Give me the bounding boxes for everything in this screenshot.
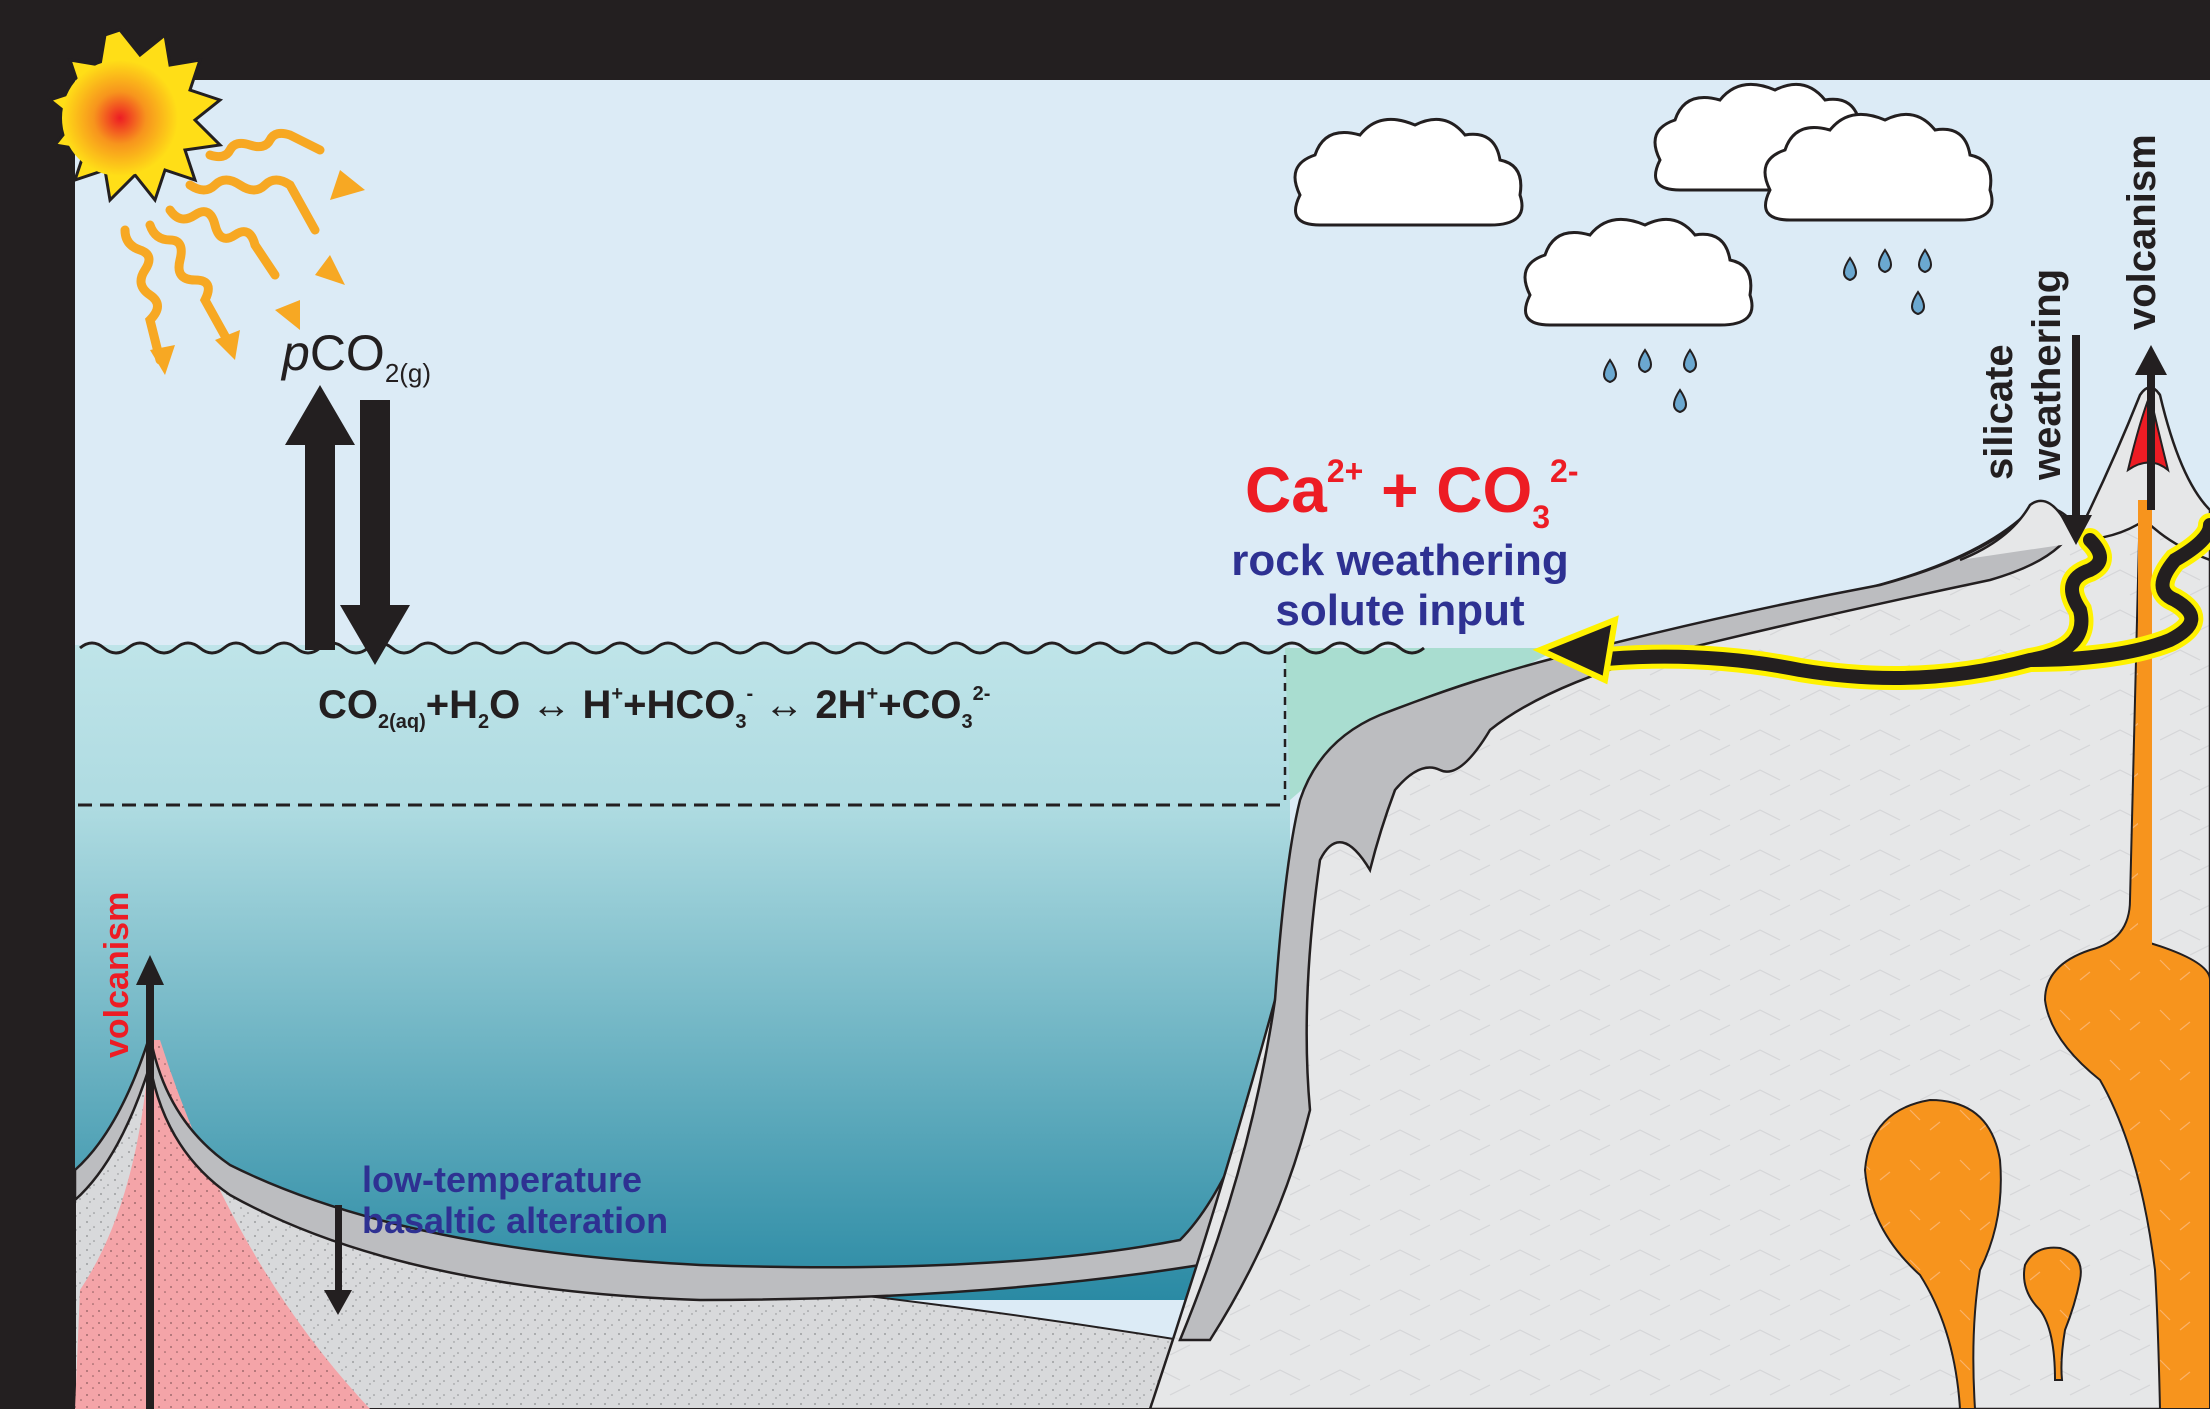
raindrop-icon bbox=[1603, 248, 1932, 414]
low-temperature-label: low-temperature bbox=[362, 1159, 642, 1200]
silicate-label: silicate bbox=[1977, 344, 2021, 480]
shelf-water bbox=[1285, 648, 1560, 800]
co2-up-arrow-icon bbox=[285, 385, 355, 650]
sun-ray-arrowheads bbox=[150, 170, 365, 375]
sun-rays bbox=[120, 128, 325, 365]
ion-equation: Ca2+ + CO32- bbox=[1245, 453, 1578, 535]
continental-shelf bbox=[1178, 505, 2077, 1342]
volcanism-left-label: volcanism bbox=[98, 892, 136, 1058]
weathering-river bbox=[1588, 518, 2210, 685]
ocean-surface bbox=[79, 641, 1425, 655]
solute-input-label: solute input bbox=[1275, 586, 1525, 635]
ridge-volcanism-arrow-icon bbox=[136, 955, 164, 1409]
alteration-arrow-icon bbox=[324, 1205, 352, 1315]
magma-blob-small bbox=[2023, 1246, 2082, 1381]
carbonate-equilibrium: CO2(aq)+H2O ↔ H++HCO3- ↔ 2H++CO32- bbox=[318, 683, 990, 733]
silicate-weathering-arrow-icon bbox=[2060, 335, 2092, 545]
co2-down-arrow-icon bbox=[340, 400, 410, 665]
sun-icon bbox=[46, 28, 224, 204]
basaltic-alteration-label: basaltic alteration bbox=[362, 1200, 668, 1241]
ocean bbox=[75, 645, 1290, 1300]
volcanism-arrow-icon bbox=[2135, 345, 2167, 510]
solute-input-arrow-icon bbox=[1532, 615, 1619, 685]
pco2-label: pCO2(g) bbox=[280, 325, 431, 388]
magma-diapir bbox=[1863, 1098, 2002, 1409]
weathering-label: weathering bbox=[2025, 269, 2069, 481]
rock-weathering-label: rock weathering bbox=[1231, 536, 1568, 585]
volcanism-right-label: volcanism bbox=[2120, 134, 2164, 330]
volcanic-conduit bbox=[2138, 500, 2152, 960]
co2-exchange-arrows bbox=[285, 385, 410, 665]
cloud-icon bbox=[1293, 82, 1994, 327]
